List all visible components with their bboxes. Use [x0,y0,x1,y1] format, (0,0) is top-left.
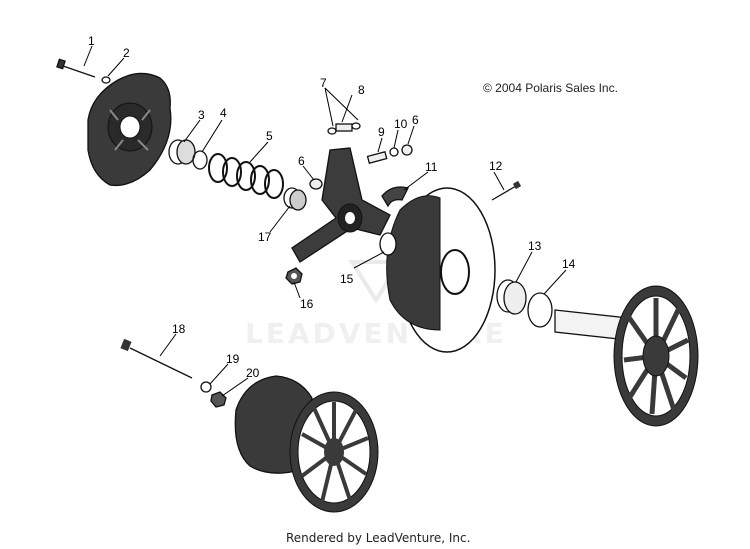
callout-18: 18 [172,322,186,336]
callout-3: 3 [198,108,205,122]
part-16-nut[interactable] [285,267,303,285]
part-15-bushing[interactable] [379,232,397,256]
part-6-roller-right[interactable] [401,144,413,156]
callout-9: 9 [378,125,385,139]
callout-4: 4 [220,106,227,120]
part-10-washer[interactable] [389,147,399,157]
callout-labels: 1 2 3 4 5 6 6 7 8 9 10 11 12 13 14 15 16… [88,34,576,380]
part-9-pin[interactable] [366,150,388,164]
copyright-text: © 2004 Polaris Sales Inc. [483,81,618,95]
part-17-bushing[interactable] [283,187,307,211]
part-18-bolt[interactable] [120,338,193,379]
part-11-weight[interactable] [381,186,409,208]
spider-arm[interactable] [291,147,391,263]
part-1-bolt[interactable] [56,58,96,78]
callout-2: 2 [123,46,130,60]
part-6-roller-left[interactable] [309,178,323,190]
part-12-bolt[interactable] [491,180,522,201]
callout-15: 15 [340,272,354,286]
moveable-sheave[interactable] [386,187,496,353]
footer-text: Rendered by LeadVenture, Inc. [286,531,470,545]
callout-8: 8 [358,83,365,97]
part-5-spring[interactable] [208,153,284,199]
part-4-ring[interactable] [192,150,208,170]
callout-13: 13 [528,239,542,253]
callout-12: 12 [489,159,503,173]
part-13-bushing[interactable] [496,279,527,315]
part-3-bushing[interactable] [168,139,196,165]
part-8-pin-assembly[interactable] [327,122,361,135]
callout-17: 17 [258,230,272,244]
cover-plate[interactable] [87,72,172,187]
part-2-washer[interactable] [101,76,111,84]
callout-10: 10 [394,117,408,131]
callout-20: 20 [246,366,260,380]
callout-16: 16 [300,297,314,311]
part-19-washer[interactable] [200,381,212,393]
fixed-sheave[interactable] [554,285,699,427]
callout-1: 1 [88,34,95,48]
callout-5: 5 [266,129,273,143]
part-14-seal[interactable] [527,292,553,328]
callout-11: 11 [425,160,438,174]
callout-6-right: 6 [412,113,419,127]
assembled-clutch[interactable] [234,375,379,513]
callout-7: 7 [320,76,327,90]
callout-19: 19 [226,352,240,366]
leader-lines [83,45,567,397]
callout-14: 14 [562,257,576,271]
callout-6-left: 6 [298,154,305,168]
